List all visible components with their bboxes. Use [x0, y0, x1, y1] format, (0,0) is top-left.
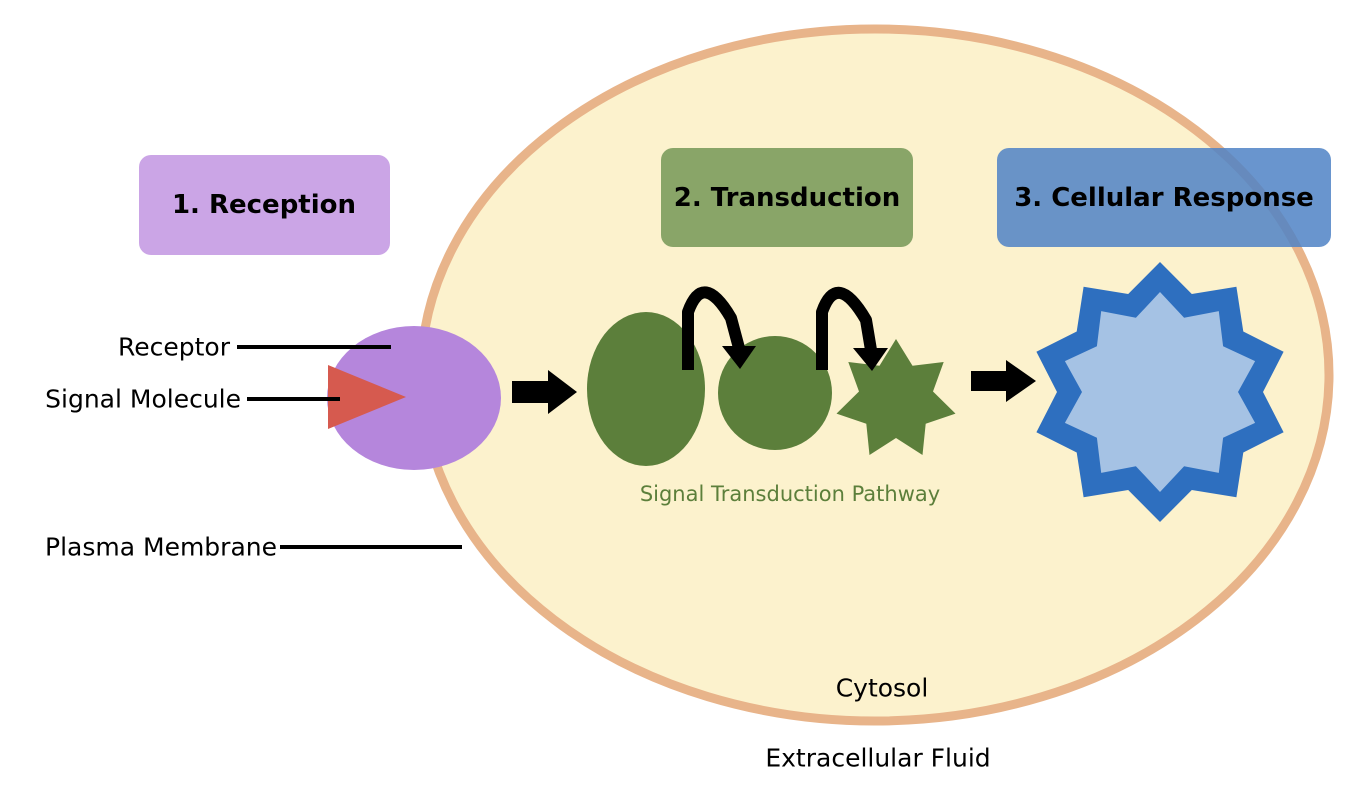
signal-molecule-shape: [328, 365, 406, 429]
receptor-shape: [327, 326, 501, 470]
stage-cellular-response: 3. Cellular Response: [997, 148, 1331, 247]
curved-arrow-icon: [816, 287, 888, 371]
relay-molecule-2: [718, 336, 832, 450]
pathway-label: Signal Transduction Pathway: [640, 482, 940, 506]
receptor-label: Receptor: [118, 333, 231, 362]
relay-molecule-3: [836, 339, 956, 455]
signal-molecule-label: Signal Molecule: [45, 385, 241, 414]
curved-arrow-icon: [682, 286, 756, 370]
relay-molecule-1: [587, 312, 705, 466]
cytosol-label: Cytosol: [836, 674, 929, 703]
stage-reception-label: 1. Reception: [172, 190, 356, 220]
extracellular-fluid-label: Extracellular Fluid: [765, 744, 990, 773]
stage-cellular-response-label: 3. Cellular Response: [1014, 183, 1314, 213]
cellular-response-inner: [1064, 292, 1256, 492]
right-arrow-icon: [512, 370, 577, 414]
plasma-membrane-label: Plasma Membrane: [45, 533, 277, 562]
stage-reception: 1. Reception: [139, 155, 390, 255]
right-arrow-icon: [971, 360, 1036, 402]
stage-transduction-label: 2. Transduction: [674, 183, 901, 213]
stage-transduction: 2. Transduction: [661, 148, 913, 247]
